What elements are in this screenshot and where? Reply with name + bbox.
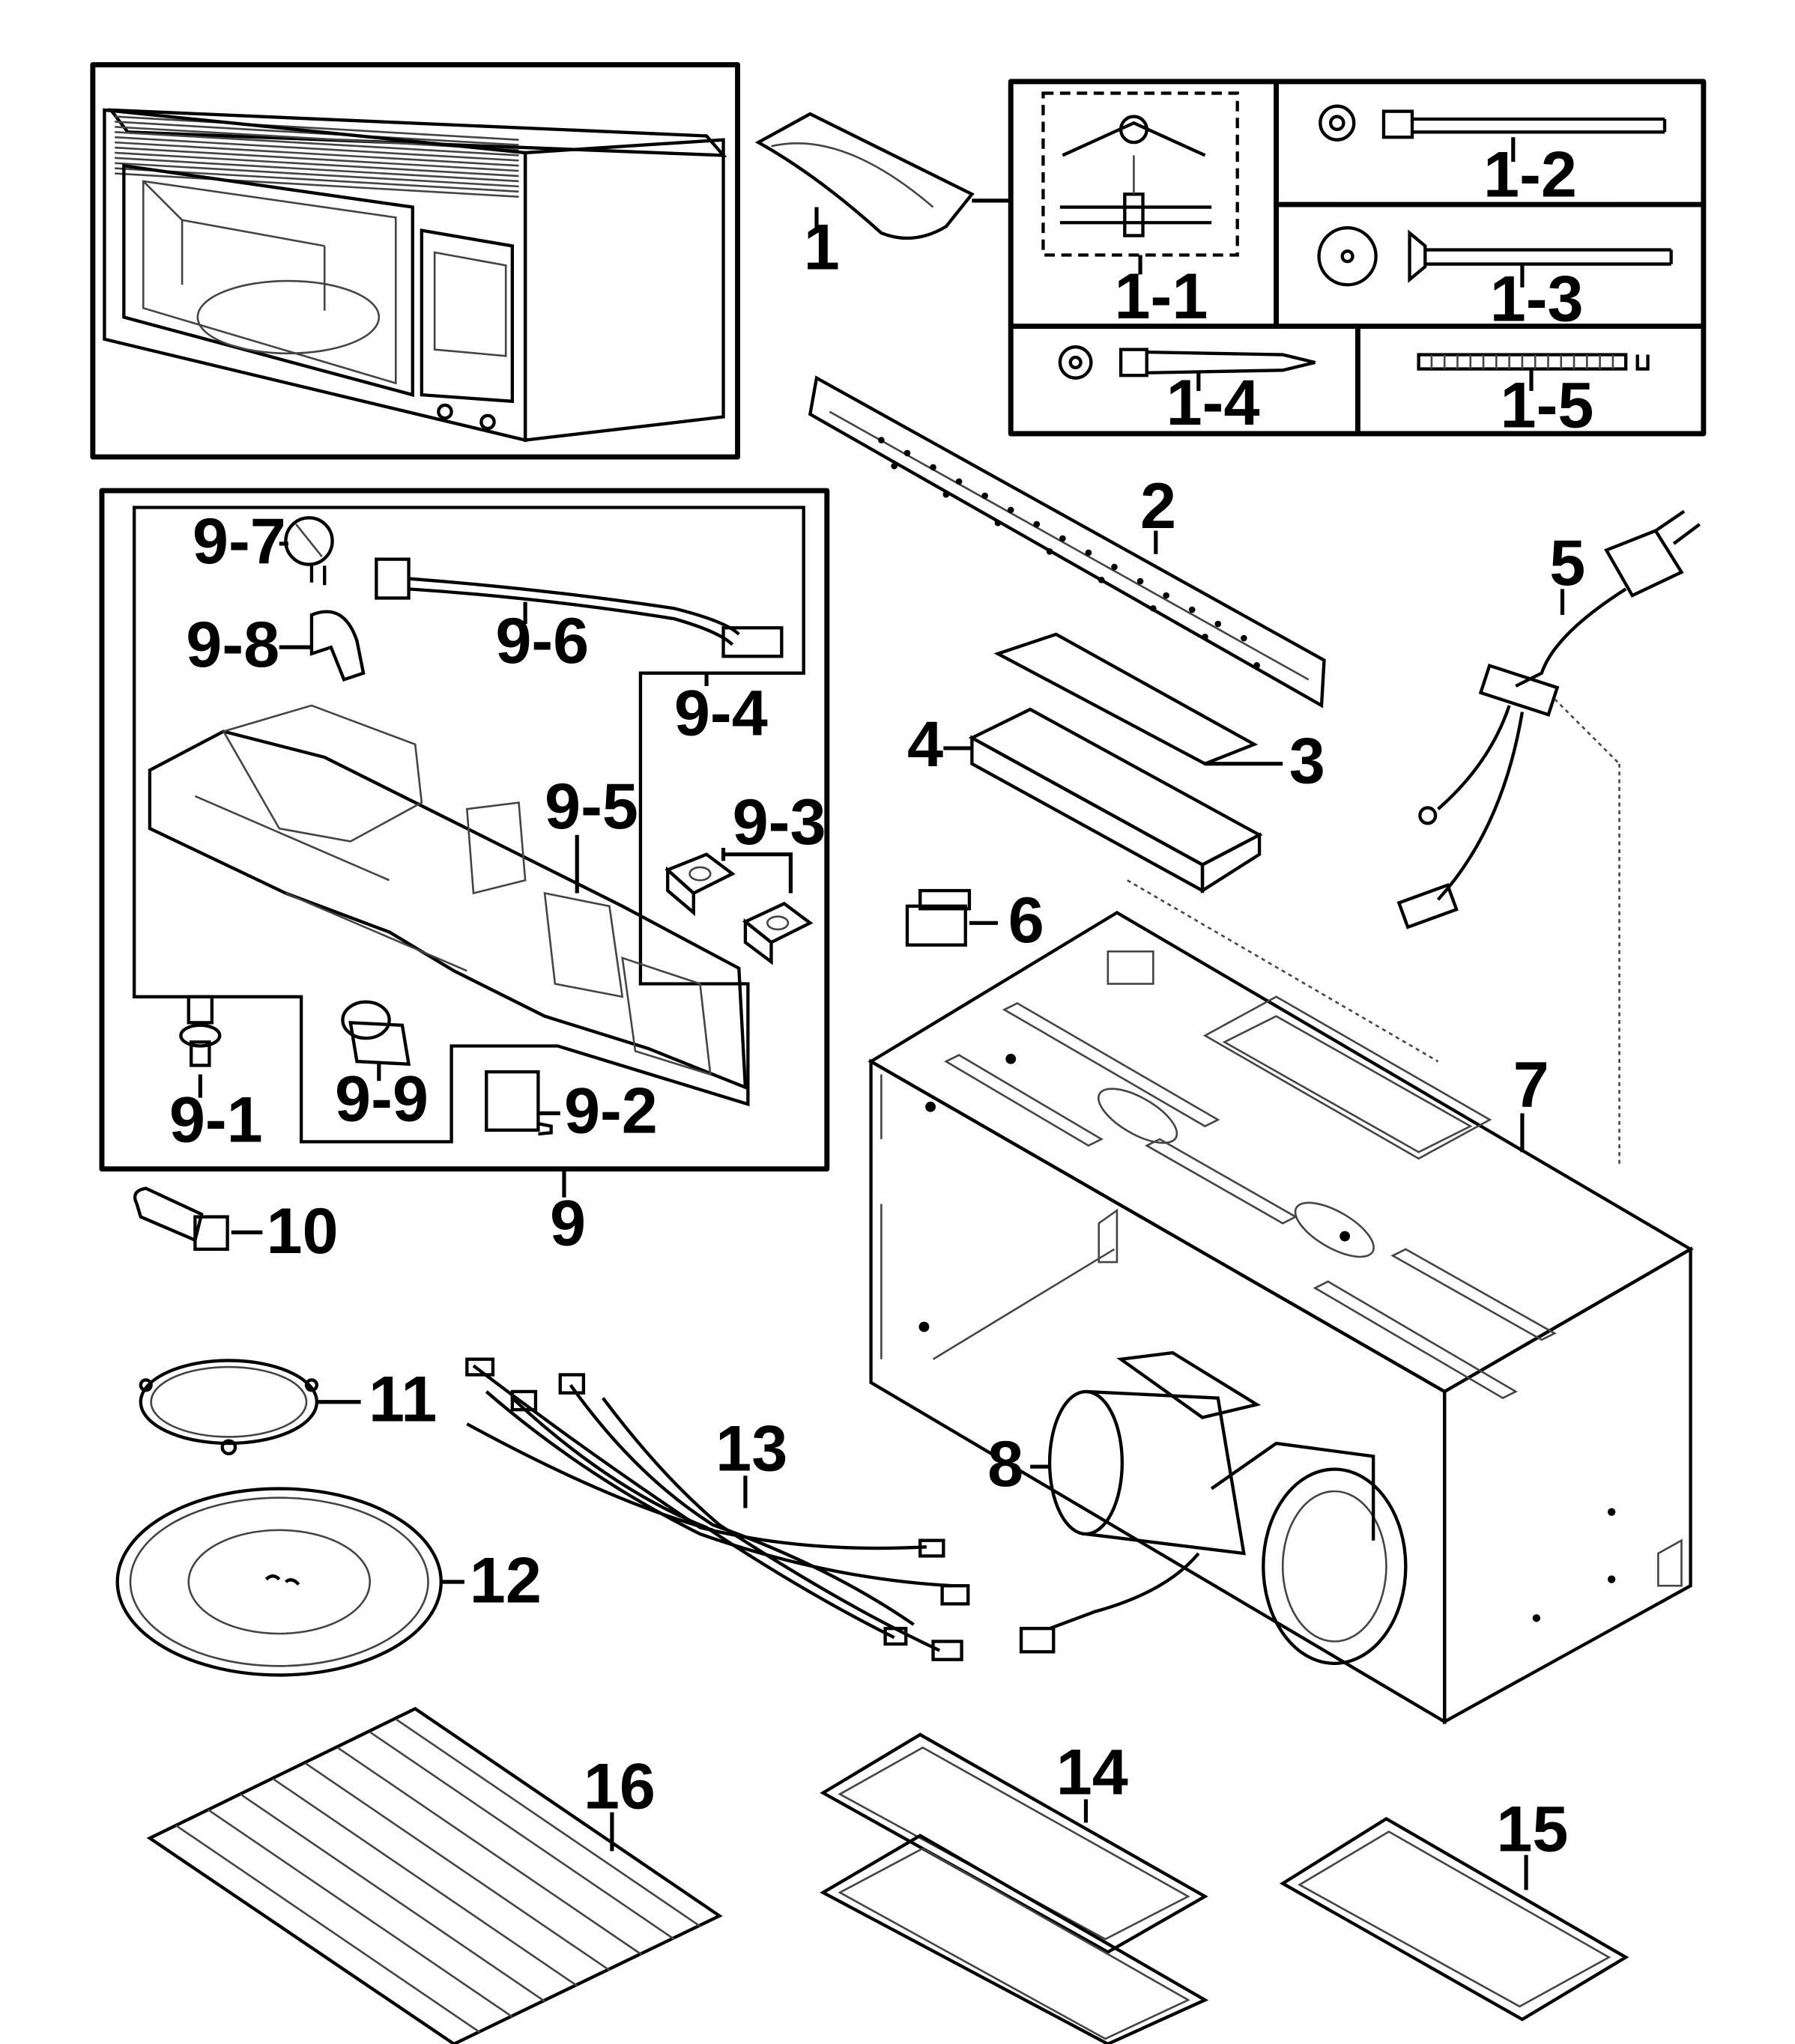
callout-1-5: 1-5 xyxy=(1501,369,1594,441)
switch-part xyxy=(905,888,998,947)
callout-9-6: 9-6 xyxy=(495,605,589,677)
grease-filter-rack-part xyxy=(146,1706,723,2044)
callout-15: 15 xyxy=(1496,1793,1568,1865)
callout-5: 5 xyxy=(1549,527,1585,599)
control-assembly-frame xyxy=(99,488,830,1198)
callout-1-4: 1-4 xyxy=(1166,367,1260,439)
air-filter-part xyxy=(1279,1816,1629,2022)
callout-9-2: 9-2 xyxy=(564,1075,658,1147)
hardware-kit-grid xyxy=(1008,79,1707,437)
callout-13: 13 xyxy=(715,1413,787,1485)
callout-7: 7 xyxy=(1513,1049,1549,1121)
base-plate-part xyxy=(868,879,1694,1725)
callout-12: 12 xyxy=(470,1545,542,1617)
part-callouts: 1 1-1 1-2 1-3 1-4 1-5 2 3 4 5 6 7 8 9 9-… xyxy=(169,139,1594,1866)
callout-11: 11 xyxy=(369,1364,437,1436)
callout-3: 3 xyxy=(1289,726,1325,798)
charcoal-filter-part xyxy=(820,1732,1209,2044)
filter-plate-part xyxy=(993,632,1283,766)
callout-1-3: 1-3 xyxy=(1490,264,1584,336)
callout-9-5: 9-5 xyxy=(545,771,638,843)
microwave-overview xyxy=(90,61,741,460)
callout-9-3: 9-3 xyxy=(733,786,826,858)
roller-ring-part xyxy=(139,1359,361,1456)
wire-harness-part xyxy=(465,1357,970,1661)
duct-part xyxy=(943,707,1263,894)
callout-6: 6 xyxy=(1008,885,1044,956)
callout-8: 8 xyxy=(987,1428,1023,1500)
mounting-rail-part xyxy=(808,375,1326,709)
callout-9-8: 9-8 xyxy=(186,609,279,681)
callout-1-1: 1-1 xyxy=(1114,261,1208,333)
callout-14: 14 xyxy=(1056,1736,1128,1808)
turntable-tray-part xyxy=(115,1487,464,1677)
callout-4: 4 xyxy=(907,709,943,780)
callout-16: 16 xyxy=(584,1750,656,1822)
callout-9-9: 9-9 xyxy=(335,1064,429,1135)
callout-1-2: 1-2 xyxy=(1483,139,1577,211)
callout-9: 9 xyxy=(550,1188,586,1260)
callout-10: 10 xyxy=(266,1195,338,1267)
callout-9-4: 9-4 xyxy=(674,678,768,750)
lamp-bulb-part xyxy=(133,1186,263,1251)
power-cord-part xyxy=(1396,509,1701,1165)
callout-9-1: 9-1 xyxy=(169,1084,263,1156)
callout-2: 2 xyxy=(1140,470,1176,542)
fan-motor-part xyxy=(1019,1350,1408,1666)
callout-9-7: 9-7 xyxy=(193,506,286,577)
callout-1: 1 xyxy=(804,211,840,283)
hardware-bag-part xyxy=(754,112,1011,240)
